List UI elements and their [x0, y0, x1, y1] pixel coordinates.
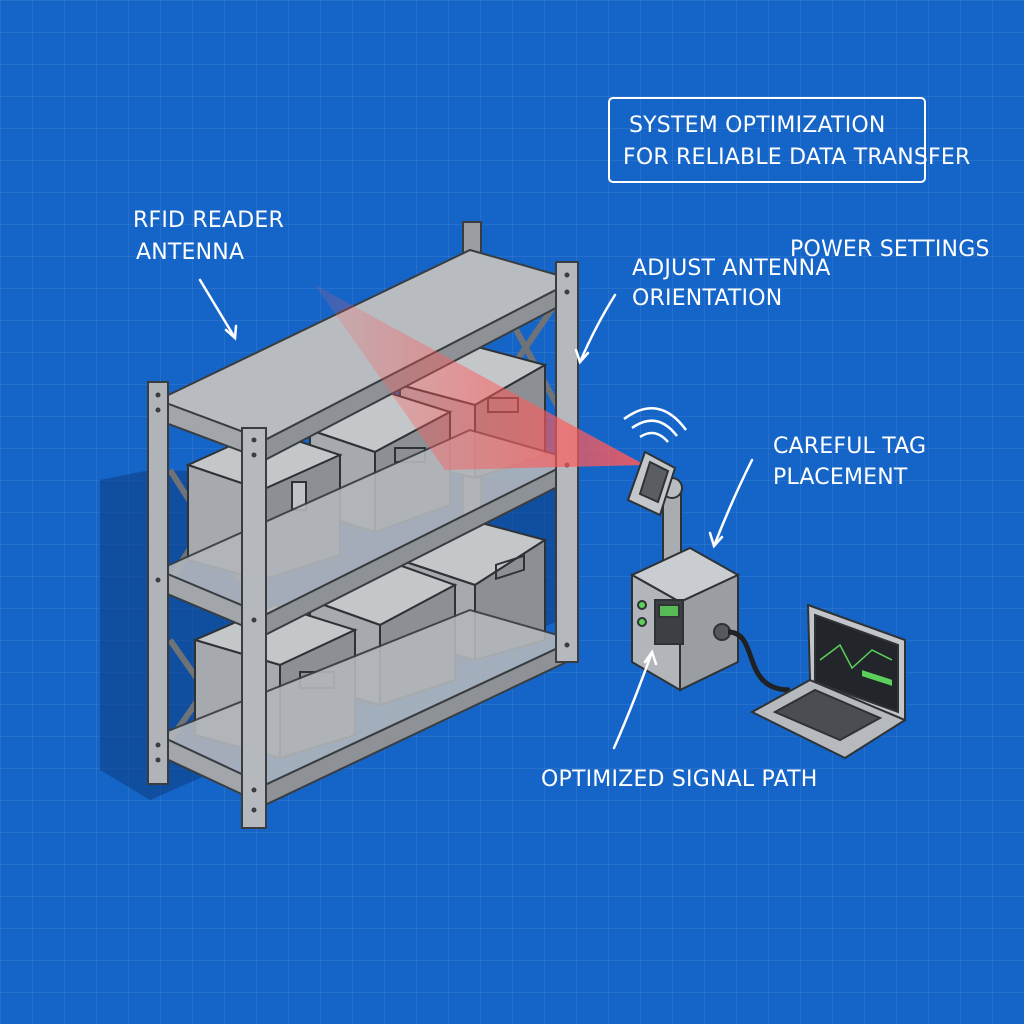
- post-holes: [155, 272, 570, 813]
- callout-careful-tag-line-2: PLACEMENT: [773, 465, 908, 490]
- callout-rfid-reader-line-2: ANTENNA: [136, 240, 245, 265]
- title-line-2: FOR RELIABLE DATA TRANSFER: [623, 145, 971, 170]
- callout-adjust-antenna-line-1: ADJUST ANTENNA: [632, 256, 831, 281]
- wireless-waves-icon: [623, 407, 688, 443]
- rfid-reader-unit-icon: [629, 546, 741, 692]
- rfid-beam: [315, 285, 645, 470]
- callout-adjust-antenna-line-2: ORIENTATION: [632, 286, 783, 311]
- callout-power-settings: POWER SETTINGS: [790, 237, 990, 262]
- title-box: SYSTEM OPTIMIZATION FOR RELIABLE DATA TR…: [608, 97, 970, 183]
- callout-careful-tag-line-1: CAREFUL TAG: [773, 434, 927, 459]
- title-line-1: SYSTEM OPTIMIZATION: [629, 113, 886, 138]
- reader-cable: [727, 629, 791, 693]
- laptop-icon: [749, 603, 908, 760]
- callout-arrows: [198, 278, 754, 750]
- rfid-antenna-icon: [626, 450, 683, 563]
- callout-rfid-reader-line-1: RFID READER: [133, 208, 284, 233]
- callout-optimized-signal-path: OPTIMIZED SIGNAL PATH: [541, 767, 818, 792]
